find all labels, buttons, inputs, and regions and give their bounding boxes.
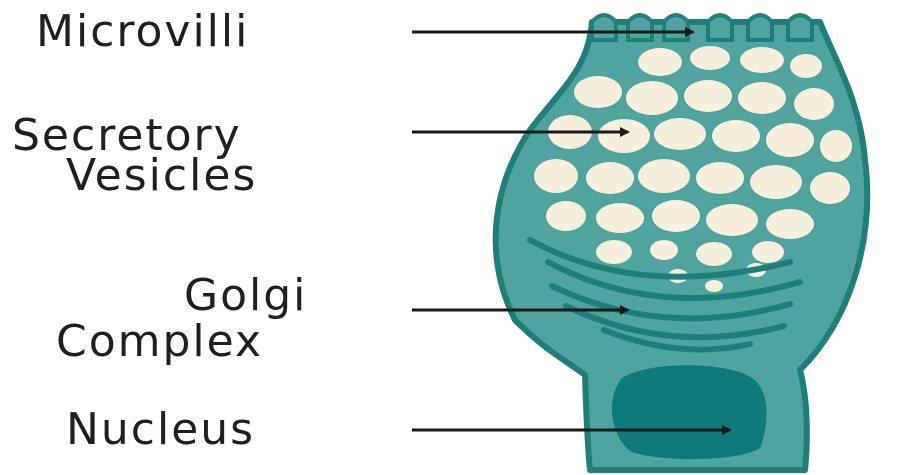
- vesicle: [574, 76, 622, 108]
- vesicle: [596, 240, 632, 264]
- microvillus: [628, 15, 652, 40]
- vesicle: [684, 80, 732, 112]
- vesicle: [638, 159, 690, 193]
- microvillus: [592, 15, 616, 40]
- vesicle: [766, 123, 814, 157]
- vesicle: [596, 203, 644, 233]
- vesicle: [696, 162, 744, 194]
- label-secretory-vesicles-line2: Vesicles: [66, 150, 257, 201]
- label-golgi-complex-line2: Complex: [56, 316, 263, 367]
- microvillus: [708, 15, 732, 40]
- microvillus: [664, 15, 688, 40]
- microvillus: [748, 15, 772, 40]
- label-golgi-complex-line1: Golgi: [184, 270, 307, 321]
- vesicle: [766, 209, 814, 239]
- vesicle: [690, 46, 730, 70]
- vesicle: [790, 54, 822, 78]
- vesicle: [546, 201, 586, 231]
- vesicle: [705, 280, 723, 292]
- vesicle: [706, 204, 758, 236]
- vesicle: [626, 81, 678, 115]
- label-microvilli: Microvilli: [36, 6, 249, 57]
- vesicle: [820, 130, 852, 162]
- vesicle: [654, 118, 706, 150]
- microvillus: [788, 15, 812, 40]
- vesicle: [738, 82, 786, 114]
- vesicle: [810, 172, 850, 204]
- vesicle: [638, 48, 682, 76]
- vesicle: [794, 88, 834, 120]
- nucleus: [612, 365, 767, 459]
- vesicle: [712, 120, 760, 152]
- vesicle: [652, 200, 700, 232]
- vesicle: [598, 119, 650, 153]
- cell: [496, 15, 867, 470]
- vesicle: [586, 162, 634, 194]
- label-nucleus: Nucleus: [66, 404, 255, 455]
- labels: Microvilli Secretory Vesicles Golgi Comp…: [12, 6, 307, 455]
- vesicle: [752, 241, 784, 263]
- vesicle: [650, 240, 678, 260]
- vesicle: [750, 165, 802, 199]
- vesicle: [534, 159, 578, 193]
- vesicle: [740, 47, 784, 73]
- vesicle: [696, 242, 732, 266]
